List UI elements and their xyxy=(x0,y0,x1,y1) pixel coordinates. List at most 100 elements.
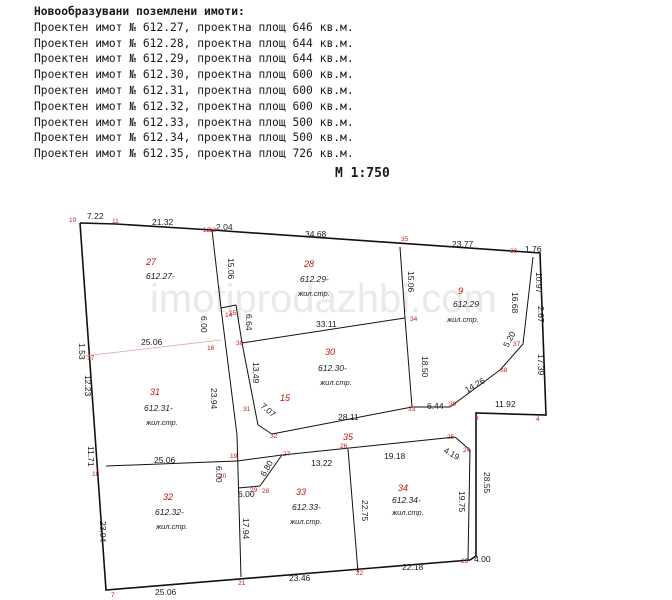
lot-number: 35 xyxy=(343,432,354,442)
header-line: Проектен имот № 612.27, проектна площ 64… xyxy=(34,20,354,34)
lot-line xyxy=(236,434,242,578)
scale-label: M 1:750 xyxy=(335,166,390,181)
dimension-label: 33.11 xyxy=(316,319,337,329)
point-label: 14 xyxy=(225,312,233,319)
dimension-label: 11.92 xyxy=(495,399,516,409)
dimension-label: 22.75 xyxy=(360,500,370,522)
lot-id: 612.34- xyxy=(392,495,421,505)
red-lines xyxy=(83,339,222,357)
dimension-label: 16.68 xyxy=(510,292,520,314)
dimension-label: 25.06 xyxy=(154,455,176,465)
lot-line xyxy=(522,256,534,345)
header-line: Проектен имот № 612.30, проектна площ 60… xyxy=(34,68,354,82)
lot-line xyxy=(259,454,283,487)
dimension-label: 4.19 xyxy=(442,445,462,462)
dimension-label: 15.06 xyxy=(226,258,236,280)
dimension-label: 23.77 xyxy=(452,239,474,249)
dimension-label: 23.46 xyxy=(289,573,311,583)
lot-sub: жил.стр. xyxy=(391,508,424,517)
dimension-label: 28.11 xyxy=(338,412,359,422)
point-label: 19 xyxy=(230,453,238,460)
point-label: 25 xyxy=(447,434,455,441)
point-label: 10 xyxy=(69,217,77,224)
point-label: 11 xyxy=(112,218,119,225)
dimension-label: 19.75 xyxy=(457,491,467,513)
dimension-label: 19.18 xyxy=(384,451,406,461)
header-line: Проектен имот № 612.33, проектна площ 50… xyxy=(34,115,354,129)
lot-number: 9 xyxy=(458,286,463,296)
point-label: 26 xyxy=(340,443,348,450)
point-label: 37 xyxy=(513,341,521,348)
point-label: 33 xyxy=(408,406,416,413)
lot-sub: жил.стр. xyxy=(145,418,178,427)
point-label: 30 xyxy=(236,340,244,347)
point-label: 34 xyxy=(410,316,418,323)
lot-id: 612.33- xyxy=(292,502,321,512)
header-line: Проектен имот № 612.29, проектна площ 64… xyxy=(34,52,354,66)
lot-line xyxy=(271,406,413,435)
header-line: Проектен имот № 612.28, проектна площ 64… xyxy=(34,36,354,50)
point-label: 20 xyxy=(219,473,227,480)
dimension-label: 17.94 xyxy=(241,518,251,540)
point-label: 28 xyxy=(262,488,270,495)
lot-line xyxy=(449,369,501,408)
red-line xyxy=(83,339,222,357)
dimension-label: 22.18 xyxy=(402,562,424,572)
lot-line xyxy=(220,307,238,436)
point-label: 12 xyxy=(203,227,211,234)
dimension-label: 25.06 xyxy=(141,337,163,347)
dimension-label: 25.06 xyxy=(155,587,177,597)
lot-labels: 27 612.27- 28 612.29- жил.стр. 9 612.29 … xyxy=(144,257,479,531)
dimension-label: 18.50 xyxy=(420,356,430,378)
lot-id: 612.32- xyxy=(155,507,184,517)
dimension-label: 23.94 xyxy=(209,388,219,410)
lot-number: 33 xyxy=(296,487,306,497)
dimension-label: 17.39 xyxy=(536,354,546,376)
lot-id: 612.31- xyxy=(144,403,173,413)
lot-number: 15 xyxy=(280,393,291,403)
point-label: 18 xyxy=(92,471,100,478)
dimension-label: 23.94 xyxy=(98,521,108,543)
lot-id: 612.29- xyxy=(300,274,329,284)
dimension-label: 4.00 xyxy=(474,554,491,564)
dimension-label: 1.53 xyxy=(77,343,87,360)
dimension-label: 28.55 xyxy=(482,472,492,494)
dimension-label: 10.97 xyxy=(534,272,544,294)
lot-line xyxy=(454,436,471,451)
point-label: 35 xyxy=(401,236,409,243)
dimension-label: 13.22 xyxy=(311,458,333,468)
dimension-label: 2.67 xyxy=(536,306,546,323)
lot-line xyxy=(211,229,222,309)
dimension-label: 15.06 xyxy=(406,271,416,293)
dimension-label: 6.00 xyxy=(199,316,209,333)
point-label: 7 xyxy=(111,592,115,599)
point-label: 31 xyxy=(243,406,251,413)
point-label: 38 xyxy=(500,367,508,374)
point-label: 27 xyxy=(283,451,291,458)
lot-number: 30 xyxy=(325,347,335,357)
lot-sub: жил.стр. xyxy=(297,289,330,298)
lot-line xyxy=(241,317,406,344)
point-label: 17 xyxy=(87,355,95,362)
lot-number: 27 xyxy=(145,257,157,267)
outer-boundary xyxy=(79,222,547,591)
lot-number: 31 xyxy=(150,387,160,397)
watermark: imotiprodazhbi.com xyxy=(150,277,497,321)
point-label: 21 xyxy=(238,580,246,587)
dimension-label: 11.71 xyxy=(86,446,96,467)
dimension-label: 2.04 xyxy=(216,222,233,232)
dimension-label: 13.49 xyxy=(251,362,261,384)
lot-sub: жил.стр. xyxy=(319,378,352,387)
header-line: Проектен имот № 612.32, проектна площ 60… xyxy=(34,99,354,113)
header-line: Проектен имот № 612.34, проектна площ 50… xyxy=(34,131,354,145)
dimension-label: 12.23 xyxy=(83,375,93,397)
point-label: 24 xyxy=(463,447,471,454)
point-label: 15 xyxy=(229,310,237,317)
dimension-label: 7.07 xyxy=(259,401,278,419)
point-label: 36 xyxy=(510,248,518,255)
lot-line xyxy=(404,317,413,408)
lot-sub: жил.стр. xyxy=(289,517,322,526)
dimension-label: 34.68 xyxy=(305,229,327,239)
point-label: 22 xyxy=(356,570,364,577)
